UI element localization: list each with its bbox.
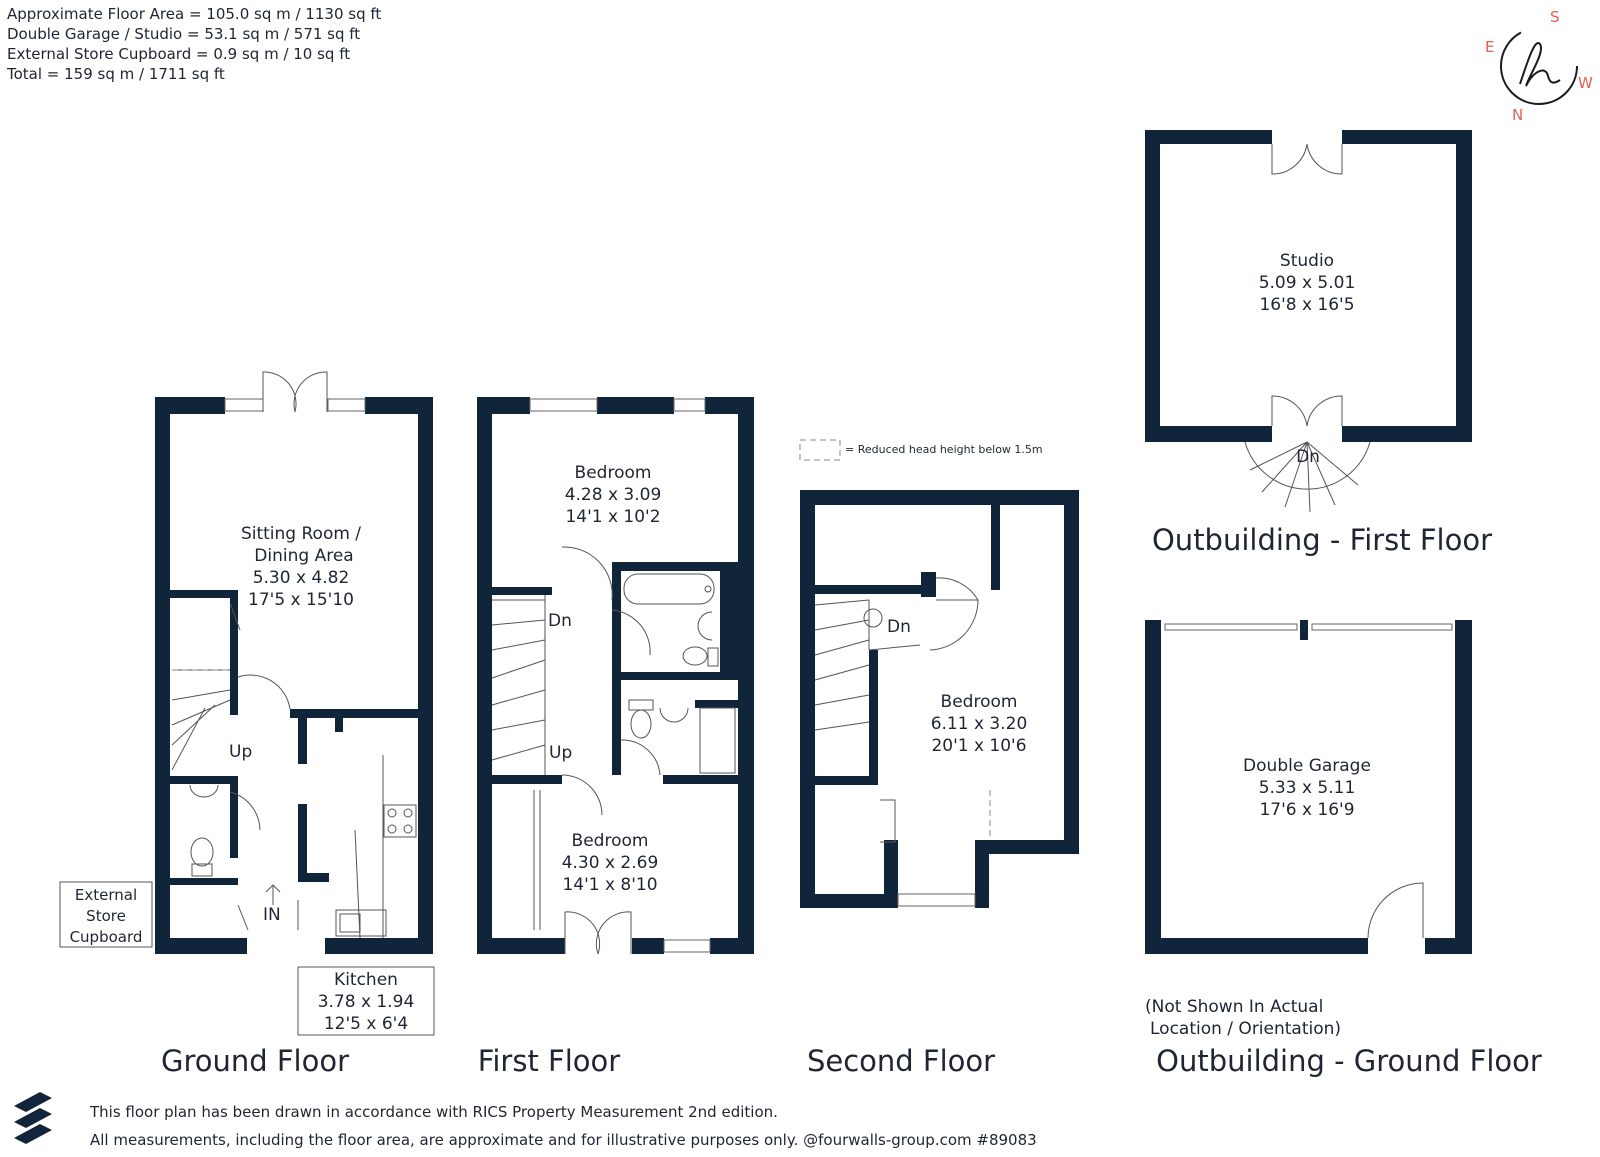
sitting-room-label: Dining Area xyxy=(254,546,353,566)
second-floor-title: Second Floor xyxy=(807,1044,995,1078)
garage-size-ft: 17'6 x 16'9 xyxy=(1259,800,1354,820)
fourwalls-logo-icon xyxy=(14,1092,52,1144)
garage-size-m: 5.33 x 5.11 xyxy=(1259,778,1356,798)
stairs-up-label: Up xyxy=(549,743,572,763)
bedroom-2-label: Bedroom xyxy=(572,831,649,851)
compass-east: E xyxy=(1485,38,1494,56)
compass-north: N xyxy=(1512,106,1523,124)
store-label: Store xyxy=(86,907,126,925)
stairs-down-label: Dn xyxy=(887,617,911,637)
stairs-up-label: Up xyxy=(229,742,252,762)
stairs-down-label: Dn xyxy=(1296,447,1320,467)
bedroom-1-size-ft: 14'1 x 10'2 xyxy=(565,507,660,527)
area-line: Approximate Floor Area = 105.0 sq m / 11… xyxy=(7,5,381,23)
ground-floor-title: Ground Floor xyxy=(161,1044,349,1078)
outbuilding-ground-floor-plan: Double Garage 5.33 x 5.11 17'6 x 16'9 (N… xyxy=(1145,620,1542,1078)
footer-line: All measurements, including the floor ar… xyxy=(90,1131,1037,1149)
compass-ring xyxy=(1500,27,1578,105)
area-line: Total = 159 sq m / 1711 sq ft xyxy=(6,65,225,83)
outbuilding-first-floor-plan: Studio 5.09 x 5.01 16'8 x 16'5 Dn Outbui… xyxy=(1145,130,1492,557)
bedroom-1-size-m: 4.28 x 3.09 xyxy=(565,485,662,505)
kitchen-size-ft: 12'5 x 6'4 xyxy=(324,1014,408,1034)
sitting-room-size-ft: 17'5 x 15'10 xyxy=(248,590,354,610)
first-floor-title: First Floor xyxy=(478,1044,620,1078)
second-bedroom-size-m: 6.11 x 3.20 xyxy=(931,714,1028,734)
sitting-room-size-m: 5.30 x 4.82 xyxy=(253,568,350,588)
sitting-room-label: Sitting Room / xyxy=(241,524,361,544)
outbuilding-first-floor-title: Outbuilding - First Floor xyxy=(1152,523,1492,557)
studio-size-m: 5.09 x 5.01 xyxy=(1259,273,1356,293)
second-bedroom-size-ft: 20'1 x 10'6 xyxy=(931,736,1026,756)
footer: This floor plan has been drawn in accord… xyxy=(14,1092,1037,1149)
kitchen-size-m: 3.78 x 1.94 xyxy=(318,992,415,1012)
compass-west: W xyxy=(1578,74,1593,92)
second-floor-plan: = Reduced head height below 1.5m Dn Bedr… xyxy=(799,439,1079,1078)
store-label: External xyxy=(75,886,137,904)
second-bedroom-label: Bedroom xyxy=(941,692,1018,712)
logo-mark-icon xyxy=(1519,42,1561,87)
bedroom-1-label: Bedroom xyxy=(575,463,652,483)
studio-size-ft: 16'8 x 16'5 xyxy=(1259,295,1354,315)
bedroom-2-size-m: 4.30 x 2.69 xyxy=(562,853,659,873)
ground-floor-plan: External Store Cupboard Kitchen 3.78 x 1… xyxy=(59,371,435,1078)
stairs-down-label: Dn xyxy=(548,611,572,631)
compass: S E W N xyxy=(1485,8,1593,124)
compass-south: S xyxy=(1550,8,1560,26)
kitchen-label: Kitchen xyxy=(334,970,398,990)
outbuilding-ground-floor-title: Outbuilding - Ground Floor xyxy=(1156,1044,1542,1078)
first-floor-plan: Bedroom 4.28 x 3.09 14'1 x 10'2 Dn Up Be… xyxy=(477,397,754,1078)
store-label: Cupboard xyxy=(70,928,143,946)
studio-label: Studio xyxy=(1280,251,1334,271)
footer-line: This floor plan has been drawn in accord… xyxy=(89,1103,778,1121)
area-line: Double Garage / Studio = 53.1 sq m / 571… xyxy=(7,25,360,43)
orientation-note: (Not Shown In Actual xyxy=(1145,997,1323,1017)
bedroom-2-size-ft: 14'1 x 8'10 xyxy=(562,875,657,895)
legend-text: = Reduced head height below 1.5m xyxy=(845,443,1043,456)
garage-label: Double Garage xyxy=(1243,756,1371,776)
area-line: External Store Cupboard = 0.9 sq m / 10 … xyxy=(7,45,350,63)
area-summary: Approximate Floor Area = 105.0 sq m / 11… xyxy=(6,5,381,83)
reduced-height-swatch xyxy=(799,439,841,461)
entrance-label: IN xyxy=(263,905,281,925)
orientation-note: Location / Orientation) xyxy=(1150,1019,1341,1039)
